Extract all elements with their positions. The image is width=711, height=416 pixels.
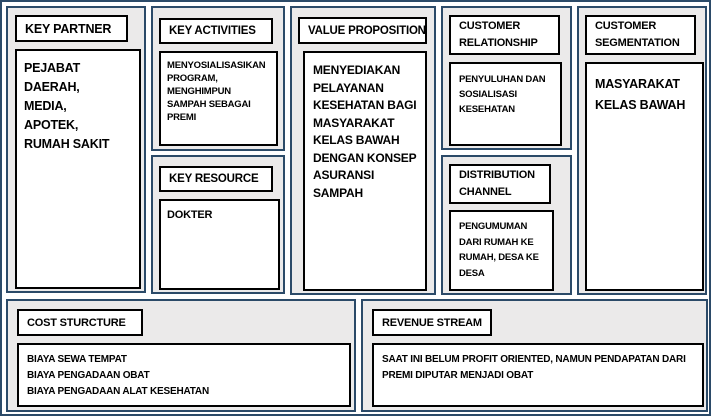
text-line: MASYARAKAT <box>313 115 395 130</box>
key-activities-title-box: KEY ACTIVITIES <box>159 18 273 44</box>
text-line: KEY RESOURCE <box>169 173 259 185</box>
text-line: RELATIONSHIP <box>459 37 538 49</box>
value-proposition-title: VALUE PROPOSITION <box>308 24 426 37</box>
text-line: RUMAH, DESA KE <box>459 252 539 263</box>
text-line: MENGHIMPUN <box>167 86 231 97</box>
key-resource-title: KEY RESOURCE <box>169 173 259 185</box>
panel-distribution-channel: DISTRIBUTION CHANNEL PENGUMUMAN DARI RUMAH… <box>441 155 572 295</box>
customer-segmentation-content-box: MASYARAKAT KELAS BAWAH <box>585 62 704 291</box>
customer-segmentation-title: CUSTOMER SEGMENTATION <box>595 18 680 52</box>
key-partner-title-box: KEY PARTNER <box>15 15 128 42</box>
panel-cost-structure: COST STURCTURE BIAYA SEWA TEMPAT BIAYA PE… <box>6 299 356 412</box>
text-line: KELAS BAWAH <box>595 98 686 112</box>
text-line: SOSIALISASI <box>459 89 517 100</box>
value-proposition-content-box: MENYEDIAKAN PELAYANAN KESEHATAN BAGI MASYAR… <box>303 51 427 291</box>
revenue-stream-content-box: SAAT INI BELUM PROFIT ORIENTED, NAMUN PE… <box>372 343 704 407</box>
text-line: DOKTER <box>167 209 213 221</box>
text-line: BIAYA PENGADAAN OBAT <box>27 370 150 381</box>
revenue-stream-title: REVENUE STREAM <box>382 317 482 329</box>
text-line: CHANNEL <box>459 186 512 198</box>
text-line: PREMI <box>167 112 197 123</box>
text-line: PENYULUHAN DAN <box>459 74 546 85</box>
text-line: DESA <box>459 267 485 279</box>
text-line: BIAYA SEWA TEMPAT <box>27 354 127 365</box>
text-line: ASURANSI <box>313 168 375 182</box>
cost-structure-content-box: BIAYA SEWA TEMPAT BIAYA PENGADAAN OBAT BIA… <box>17 343 351 407</box>
text-line: REVENUE STREAM <box>382 316 482 329</box>
customer-relationship-content-box: PENYULUHAN DAN SOSIALISASI KESEHATAN <box>449 62 562 146</box>
key-activities-content-box: MENYOSIALISASIKAN PROGRAM, MENGHIMPUN SAMPA… <box>159 51 278 146</box>
text-line: DISTRIBUTION <box>459 169 535 181</box>
panel-key-resource: KEY RESOURCE DOKTER <box>151 155 285 294</box>
customer-relationship-title-box: CUSTOMER RELATIONSHIP <box>449 15 560 55</box>
text-line: CUSTOMER <box>459 20 521 32</box>
value-proposition-title-box: VALUE PROPOSITION <box>298 17 427 44</box>
key-resource-content-box: DOKTER <box>159 199 280 290</box>
text-line: KEY PARTNER <box>25 21 112 36</box>
customer-segmentation-title-box: CUSTOMER SEGMENTATION <box>585 15 696 55</box>
text-line: RUMAH SAKIT <box>24 137 110 151</box>
cost-structure-title: COST STURCTURE <box>27 317 126 329</box>
text-line: CUSTOMER <box>595 20 657 32</box>
text-line: PREMI DIPUTAR MENJADI OBAT <box>382 370 534 381</box>
cost-structure-title-box: COST STURCTURE <box>17 309 143 336</box>
text-line: MASYARAKAT <box>595 77 680 91</box>
text-line: DAERAH, <box>24 80 80 94</box>
text-line: SAMPAH SEBAGAI <box>167 99 251 110</box>
distribution-channel-content-box: PENGUMUMAN DARI RUMAH KE RUMAH, DESA KE DES… <box>449 210 554 291</box>
distribution-channel-title-box: DISTRIBUTION CHANNEL <box>449 164 551 204</box>
text-line: KEY ACTIVITIES <box>169 25 256 37</box>
text-line: PEJABAT <box>24 61 81 75</box>
text-line: PENGUMUMAN <box>459 221 528 232</box>
panel-key-activities: KEY ACTIVITIES MENYOSIALISASIKAN PROGRAM,… <box>151 6 285 151</box>
text-line: VALUE PROPOSITION <box>308 24 426 37</box>
text-line: DENGAN KONSEP <box>313 150 417 165</box>
customer-relationship-title: CUSTOMER RELATIONSHIP <box>459 18 538 52</box>
text-line: SEGMENTATION <box>595 37 680 49</box>
panel-customer-relationship: CUSTOMER RELATIONSHIP PENYULUHAN DAN SOSIA… <box>441 6 572 150</box>
key-activities-title: KEY ACTIVITIES <box>169 25 256 37</box>
text-line: PELAYANAN <box>313 80 384 95</box>
text-line: SAMPAH <box>313 185 363 200</box>
text-line: PROGRAM, <box>167 73 218 84</box>
text-line: MEDIA, <box>24 99 67 113</box>
text-line: MENYOSIALISASIKAN <box>167 60 266 71</box>
text-line: KESEHATAN BAGI <box>313 98 417 112</box>
key-resource-title-box: KEY RESOURCE <box>159 166 273 192</box>
panel-key-partner: KEY PARTNER PEJABAT DAERAH, MEDIA, APOTEK, R… <box>6 6 146 293</box>
text-line: DARI RUMAH KE <box>459 236 534 248</box>
key-partner-title: KEY PARTNER <box>25 22 111 36</box>
text-line: KESEHATAN <box>459 104 515 115</box>
distribution-channel-title: DISTRIBUTION CHANNEL <box>459 167 535 201</box>
panel-value-proposition: VALUE PROPOSITION MENYEDIAKAN PELAYANAN KE… <box>290 6 436 295</box>
key-partner-content-box: PEJABAT DAERAH, MEDIA, APOTEK, RUMAH SAKIT <box>15 49 141 289</box>
text-line: SAAT INI BELUM PROFIT ORIENTED, NAMUN PE… <box>382 354 686 365</box>
text-line: APOTEK, <box>24 118 79 132</box>
revenue-stream-title-box: REVENUE STREAM <box>372 309 492 336</box>
text-line: MENYEDIAKAN <box>313 63 401 77</box>
text-line: COST STURCTURE <box>27 316 126 329</box>
panel-revenue-stream: REVENUE STREAM SAAT INI BELUM PROFIT ORI… <box>361 299 708 412</box>
text-line: BIAYA PENGADAAN ALAT KESEHATAN <box>27 386 209 397</box>
text-line: KELAS BAWAH <box>313 133 400 147</box>
panel-customer-segmentation: CUSTOMER SEGMENTATION MASYARAKAT KELAS BAW… <box>577 6 707 295</box>
